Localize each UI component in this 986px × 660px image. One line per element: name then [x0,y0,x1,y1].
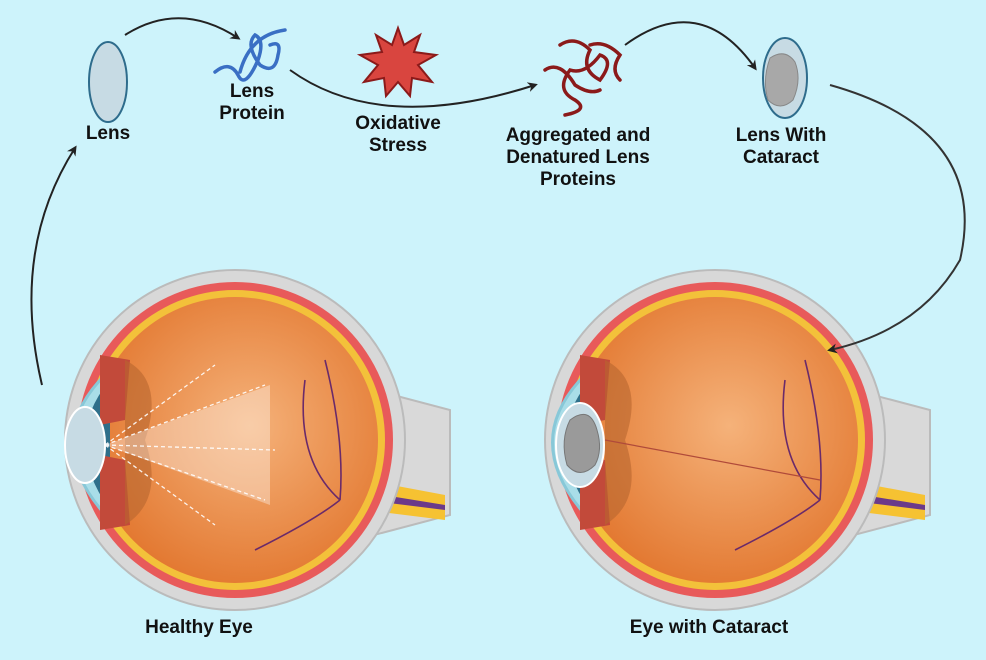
cataract-eye-illustration [543,268,932,612]
label-line: Stress [368,135,428,156]
label-lens-protein: Lens Protein [219,81,284,125]
light-beam [105,385,270,505]
arrow-cataract-to-eye [827,84,966,354]
label-oxidative-stress: Oxidative Stress [355,113,441,157]
lens-icon [88,41,128,123]
label-line: Proteins [539,169,617,190]
lens-with-cataract-icon [762,37,808,119]
label-line: Denatured Lens [506,147,650,168]
arrow-lens-to-protein [124,17,241,40]
label-line: Lens [229,81,275,102]
lens-protein-icon [213,28,287,82]
label-line: Oxidative [355,113,441,134]
label-lens-with-cataract: Lens With Cataract [736,125,827,169]
healthy-eye-illustration [63,268,452,612]
label-aggregated-proteins: Aggregated and Denatured Lens Proteins [506,125,651,191]
arrow-eye-to-lens [30,145,77,386]
label-line: Lens With [735,125,827,146]
oxidative-stress-icon [356,24,440,99]
cataract-cloud [563,413,601,473]
flow-arrows [30,17,966,386]
label-line: Cataract [742,147,820,168]
aggregated-proteins-icon [543,39,623,117]
clear-lens [64,406,106,484]
label-line: Aggregated and [505,125,651,146]
arrow-protein-to-aggregated [289,69,538,108]
arrow-aggregated-to-cataract [624,21,757,71]
label-line: Protein [219,103,285,124]
label-lens: Lens [85,123,131,144]
label-healthy-eye: Healthy Eye [145,617,253,638]
label-eye-with-cataract: Eye with Cataract [629,617,789,638]
